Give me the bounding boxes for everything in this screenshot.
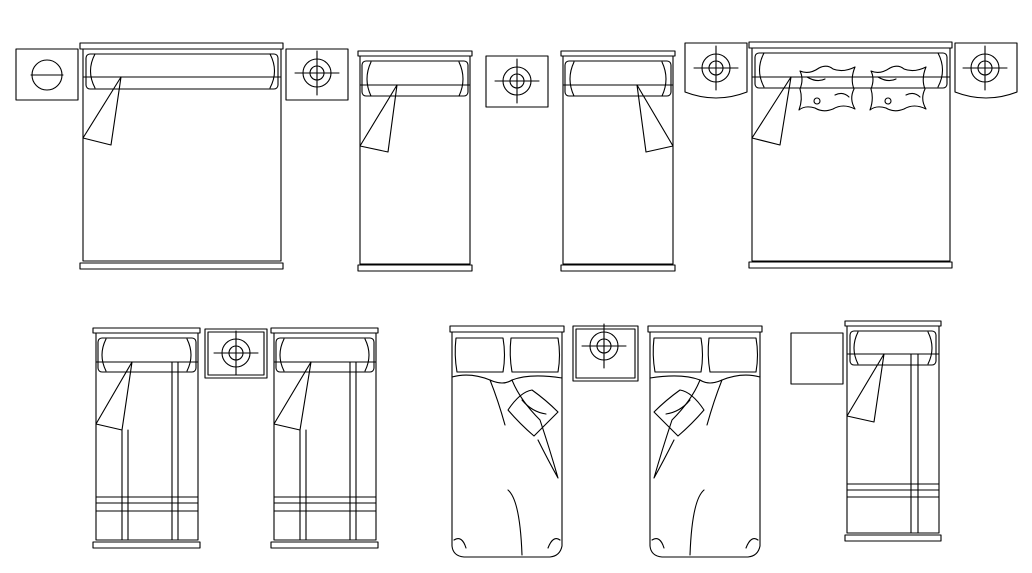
nightstand-5 <box>955 43 1017 98</box>
single-bed-1 <box>358 51 472 271</box>
nightstand-7 <box>573 323 638 381</box>
single-bed-5 <box>450 326 564 557</box>
nightstand-4 <box>685 43 747 98</box>
single-bed-4 <box>271 328 378 548</box>
nightstand-1 <box>16 49 78 100</box>
single-bed-3 <box>93 328 200 548</box>
nightstand-3 <box>486 56 548 107</box>
single-bed-6 <box>648 326 762 557</box>
nightstand-2 <box>286 49 348 100</box>
nightstand-6 <box>205 329 267 378</box>
double-bed-2 <box>749 42 952 268</box>
single-bed-2 <box>561 51 675 271</box>
single-bed-7 <box>845 321 941 541</box>
nightstand-8 <box>791 333 843 384</box>
double-bed-1 <box>80 43 283 269</box>
